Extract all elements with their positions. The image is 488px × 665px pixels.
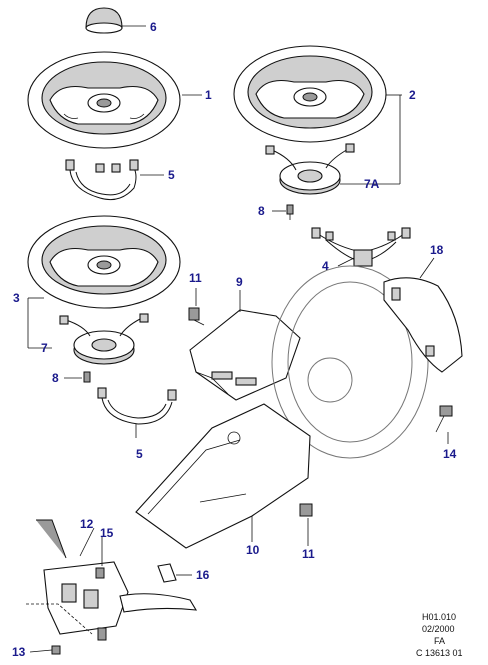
- lower-shroud: [135, 403, 311, 549]
- steering-wheel-2: [233, 45, 387, 143]
- callout-18: 18: [430, 243, 444, 257]
- callout-6: 6: [150, 20, 157, 34]
- steering-wheel-1: [27, 51, 181, 149]
- callout-8-bottom: 8: [52, 371, 59, 385]
- bolt-11a: [188, 307, 205, 326]
- callout-8-top: 8: [258, 204, 265, 218]
- bolt-14: [435, 405, 453, 433]
- clock-spring-7a: [265, 143, 355, 195]
- callout-3: 3: [13, 291, 20, 305]
- bolt-11b: [299, 503, 313, 517]
- screw-8a: [286, 204, 294, 220]
- steering-wheel-ghost: [271, 265, 429, 459]
- callout-9: 9: [236, 275, 243, 289]
- callout-15: 15: [100, 526, 114, 540]
- wiring-harness-5a: [65, 159, 139, 201]
- horn-cap: [85, 7, 123, 34]
- callout-13: 13: [12, 645, 26, 659]
- callout-2: 2: [409, 88, 416, 102]
- callout-11-bottom: 11: [302, 547, 315, 561]
- clock-spring-7: [59, 313, 149, 365]
- callout-10: 10: [246, 543, 260, 557]
- callout-14: 14: [443, 447, 457, 461]
- upper-shroud: [189, 309, 301, 401]
- screw-8b: [83, 371, 91, 383]
- callout-11-top: 11: [189, 271, 202, 285]
- callout-16: 16: [196, 568, 210, 582]
- steering-wheel-3: [27, 215, 181, 309]
- footer-ref-code: H01.010: [422, 612, 456, 622]
- callout-7: 7: [41, 341, 48, 355]
- combination-switch: [26, 519, 198, 655]
- callout-7a: 7A: [364, 177, 380, 191]
- callout-5-bottom: 5: [136, 447, 143, 461]
- wiring-harness-5b: [97, 387, 177, 425]
- callout-1: 1: [205, 88, 212, 102]
- reference-footer: H01.010 02/2000 FA C 13613 01: [416, 612, 463, 658]
- callout-5-top: 5: [168, 168, 175, 182]
- callout-4: 4: [322, 259, 329, 273]
- footer-date: 02/2000: [422, 624, 455, 634]
- clip-16: [157, 563, 177, 583]
- callout-12: 12: [80, 517, 94, 531]
- footer-region: FA: [434, 636, 445, 646]
- shroud-cover: [383, 277, 463, 373]
- leader-lines: [27, 25, 449, 653]
- footer-drawing-number: C 13613 01: [416, 648, 463, 658]
- callout-labels: 6 1 2 5 7A 8 18 4 11 9 3 7 8 5 14 12 15 …: [12, 20, 457, 659]
